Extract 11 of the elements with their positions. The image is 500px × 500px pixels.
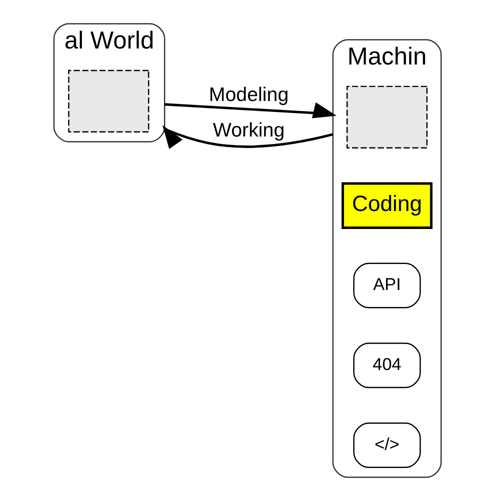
node-box: [68, 69, 150, 132]
arrow: [162, 124, 334, 148]
node-box: [346, 85, 428, 148]
arrow: [164, 102, 337, 118]
node-box: Coding: [342, 182, 432, 228]
edge-label: Modeling: [208, 83, 289, 106]
node-box: API: [353, 262, 421, 308]
node-box: </>: [353, 422, 421, 468]
edge-label: Working: [212, 119, 285, 142]
node-box: 404: [353, 342, 421, 388]
cluster: al World: [53, 22, 166, 142]
